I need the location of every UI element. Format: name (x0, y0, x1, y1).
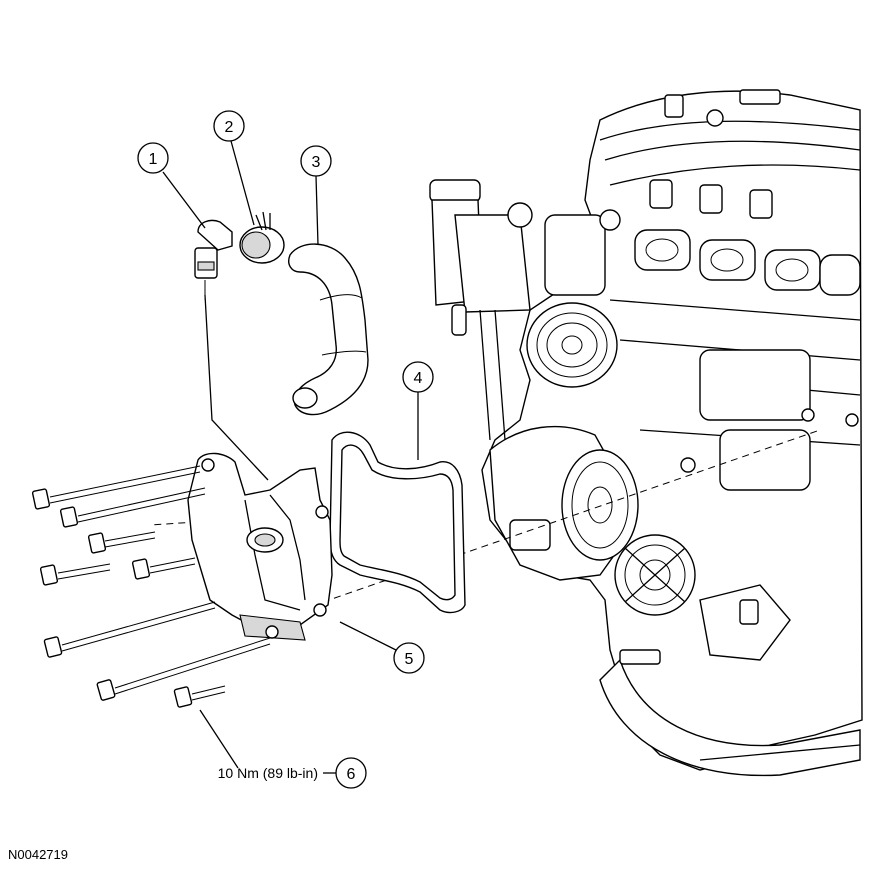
crankcase-vent-hose (288, 243, 369, 416)
ignition-coils (649, 89, 781, 219)
figure-id: N0042719 (8, 847, 68, 862)
intake-runners (634, 229, 861, 296)
bolt (87, 531, 156, 554)
callout-leaders (162, 140, 419, 774)
bolt (96, 637, 271, 701)
bolt (31, 465, 201, 510)
callout-5: 5 (393, 642, 425, 674)
timing-gear-housing (614, 534, 791, 665)
vent-fitting (194, 219, 269, 481)
front-cover-bracket (187, 452, 333, 641)
callout-5-number: 5 (405, 651, 414, 668)
callout-2: 2 (213, 110, 245, 142)
callout-6-torque-label: 10 Nm (89 lb-in) (218, 765, 318, 781)
callout-1: 1 (137, 142, 169, 174)
callout-4: 4 (402, 361, 434, 393)
bolt (131, 557, 196, 580)
callout-2-number: 2 (225, 119, 234, 136)
power-steering-reservoir (429, 179, 531, 441)
hose-clamp (239, 211, 285, 264)
callout-3-number: 3 (312, 154, 321, 171)
callout-6: 10 Nm (89 lb-in) 6 (218, 757, 367, 789)
cover-gasket (329, 431, 466, 614)
callout-4-number: 4 (414, 370, 423, 387)
callout-1-number: 1 (149, 151, 158, 168)
callout-3: 3 (300, 145, 332, 177)
ac-compressor (489, 425, 639, 581)
bolt (39, 563, 111, 586)
bolt (43, 601, 216, 658)
bolt (173, 685, 226, 708)
accessory-pulley (507, 202, 621, 388)
bolt (59, 487, 206, 528)
callout-6-number: 6 (347, 766, 356, 783)
mounting-bolts (31, 465, 271, 708)
